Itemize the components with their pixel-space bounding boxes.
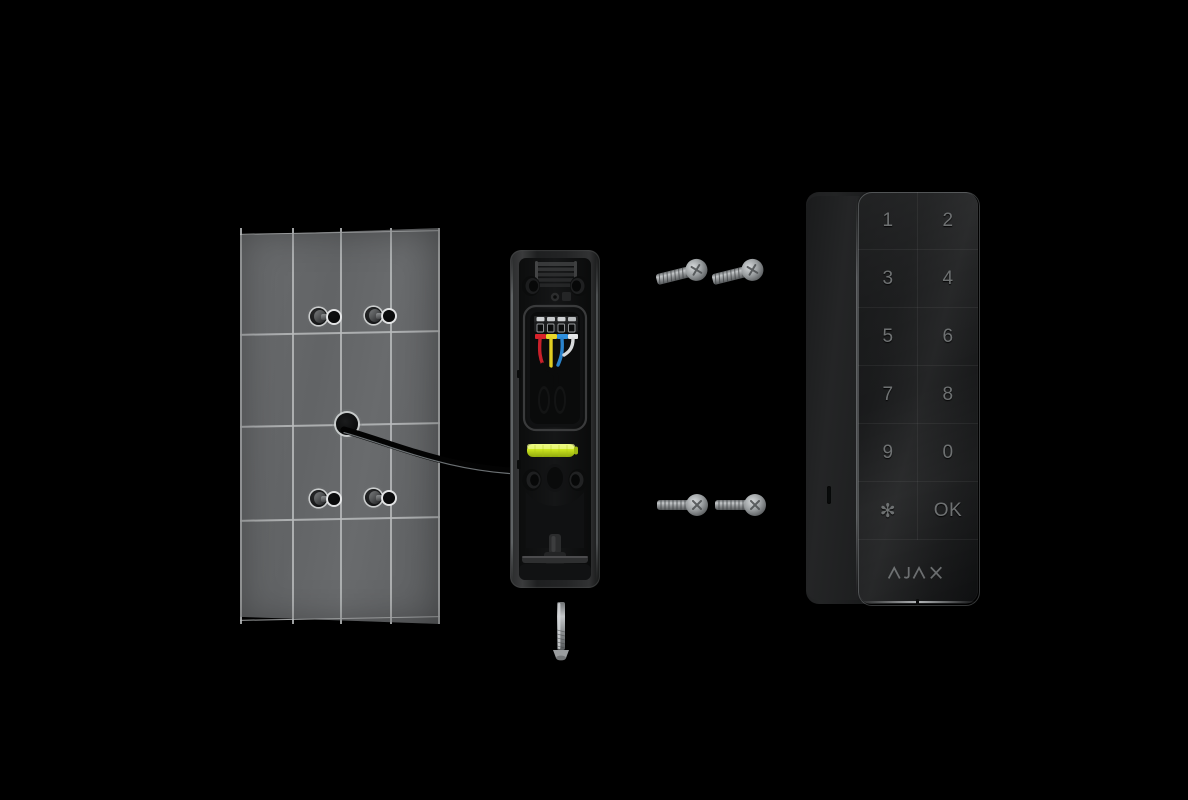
panel-left-edge xyxy=(240,228,242,624)
key-9[interactable]: 9 xyxy=(858,424,918,482)
keyhole-large-bore xyxy=(310,308,327,325)
wire-insulation-band xyxy=(535,334,578,339)
wall-keyhole-slot xyxy=(365,307,395,324)
key-5[interactable]: 5 xyxy=(858,308,918,366)
ajax-keypad-device[interactable]: 1 2 3 4 5 6 7 8 9 0 ✻ OK xyxy=(806,192,980,606)
key-7[interactable]: 7 xyxy=(858,366,918,424)
keyhole-small-bore xyxy=(328,310,340,323)
wall-keyhole-slot xyxy=(365,489,395,506)
keyhole-small-bore xyxy=(328,492,340,505)
keypad-indicator-slot xyxy=(827,486,831,504)
screw-upper-left xyxy=(655,258,708,285)
keyhole-large-bore xyxy=(365,489,382,506)
key-3[interactable]: 3 xyxy=(858,250,918,308)
grout-line-vertical xyxy=(390,228,392,624)
tamper-button xyxy=(517,460,521,469)
wall-keyhole-slot xyxy=(310,490,340,507)
keypad-edge-highlight xyxy=(856,198,858,598)
keypad-button-grid[interactable]: 1 2 3 4 5 6 7 8 9 0 ✻ OK xyxy=(858,192,978,604)
bracket-cable-channels xyxy=(538,386,566,414)
keyhole-bridge xyxy=(321,313,331,320)
smart-bracket-mount xyxy=(510,250,600,588)
keyhole-bridge xyxy=(321,495,331,502)
key-asterisk[interactable]: ✻ xyxy=(858,482,918,540)
bracket-bottom-cavity xyxy=(519,564,591,580)
ajax-logo-mark xyxy=(887,565,942,579)
key-1[interactable]: 1 xyxy=(858,192,918,250)
screw-lower-left xyxy=(657,494,708,516)
keyhole-small-bore xyxy=(383,309,395,322)
bracket-lower-mount-bores xyxy=(522,464,588,492)
keypad-side-profile xyxy=(806,196,862,600)
keyhole-large-bore xyxy=(310,490,327,507)
panel-right-edge xyxy=(438,228,440,624)
key-0[interactable]: 0 xyxy=(918,424,978,482)
screw-lower-right xyxy=(715,494,766,516)
key-ok[interactable]: OK xyxy=(918,482,978,540)
screw-fixing-vertical xyxy=(553,602,569,661)
bracket-lower-body xyxy=(526,492,584,548)
bracket-upper-mount-bores xyxy=(522,276,588,296)
terminal-slots xyxy=(536,323,576,333)
key-4[interactable]: 4 xyxy=(918,250,978,308)
wire-bundle xyxy=(540,362,559,401)
keyhole-bridge xyxy=(376,312,386,319)
key-6[interactable]: 6 xyxy=(918,308,978,366)
keyhole-small-bore xyxy=(383,491,395,504)
bracket-label-pad xyxy=(562,292,571,301)
terminal-screws xyxy=(536,317,576,322)
ajax-brand-logo xyxy=(858,540,978,604)
screw-upper-right xyxy=(711,258,764,285)
bracket-right-edge-highlight xyxy=(596,256,599,582)
key-8[interactable]: 8 xyxy=(918,366,978,424)
wall-mounting-panel xyxy=(240,228,440,624)
wire-blue xyxy=(556,337,564,367)
wire-white xyxy=(562,337,575,357)
bracket-side-cable-notch xyxy=(517,370,521,378)
key-2[interactable]: 2 xyxy=(918,192,978,250)
keyhole-large-bore xyxy=(365,307,382,324)
terminal-block xyxy=(534,316,578,401)
wall-keyhole-slot xyxy=(310,308,340,325)
bracket-recess-outline xyxy=(522,304,588,432)
keyhole-bridge xyxy=(376,494,386,501)
keypad-bottom-notch xyxy=(916,599,919,605)
battery xyxy=(527,444,578,457)
bracket-left-edge-highlight xyxy=(511,256,513,582)
